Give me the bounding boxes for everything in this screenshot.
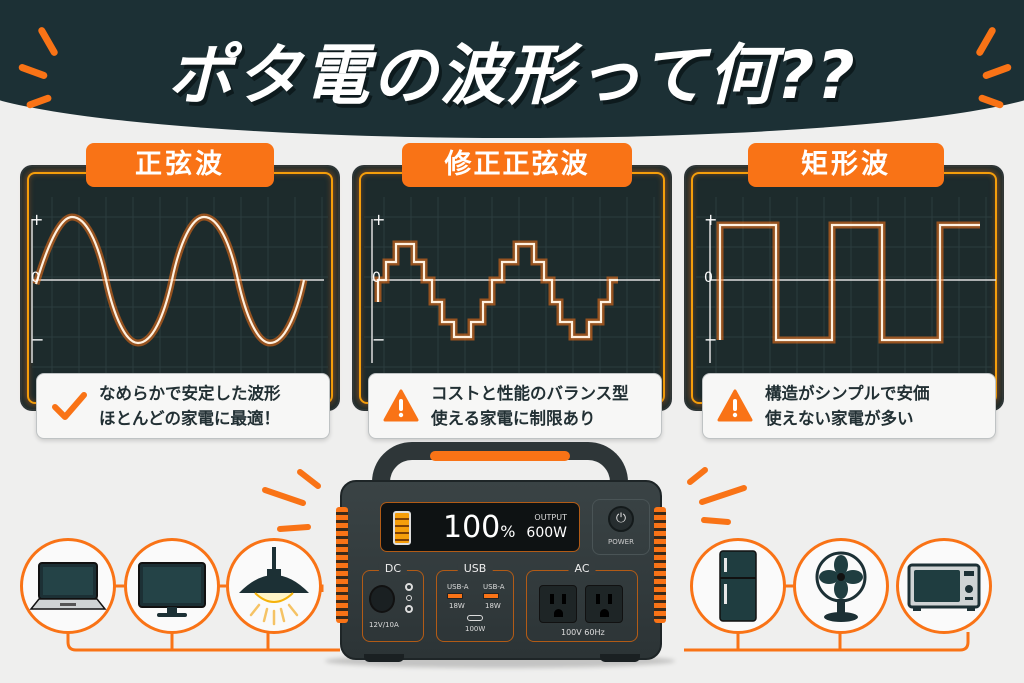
ac-rating: 100V 60Hz: [561, 628, 605, 637]
appliance-monitor: [124, 538, 220, 634]
dc-rating: 12V/10A: [369, 621, 399, 629]
battery-percent-value: 100: [443, 510, 501, 545]
axis-plus-label: +: [372, 210, 386, 229]
note-line: 構造がシンプルで安価: [765, 384, 930, 403]
modified-sine-wave-graph: [364, 197, 660, 387]
usb-a-port[interactable]: [483, 593, 499, 599]
ac-port-group: AC 100V 60Hz: [526, 562, 638, 642]
axis-plus-label: +: [30, 210, 44, 229]
ac-outlet[interactable]: [585, 585, 623, 623]
battery-percentage: 100%: [443, 510, 515, 545]
dc-jack[interactable]: [406, 595, 412, 601]
usb-a-label: USB-A: [483, 583, 505, 591]
output-value: 600W: [526, 525, 567, 541]
usb-a-port[interactable]: [447, 593, 463, 599]
usb-label: USB: [457, 562, 493, 575]
handle-grip: [430, 451, 570, 461]
dc-label: DC: [378, 562, 408, 575]
side-vent-right: [654, 507, 666, 623]
note-sine: なめらかで安定した波形 ほとんどの家電に最適！: [36, 373, 330, 439]
lcd-display: 100% OUTPUT 600W: [380, 502, 580, 552]
dc-jack[interactable]: [405, 583, 413, 591]
monitor-icon: [138, 562, 206, 617]
usb-c-port[interactable]: [467, 615, 483, 621]
percent-sign: %: [500, 522, 516, 541]
usb-a-watt: 18W: [485, 602, 501, 610]
microwave-icon: [907, 563, 981, 611]
appliance-lamp: [226, 538, 322, 634]
usb-a-watt: 18W: [449, 602, 465, 610]
note-line: コストと性能のバランス型: [431, 384, 629, 403]
refrigerator-icon: [719, 550, 757, 622]
square-wave-graph: [696, 197, 996, 387]
note-line: なめらかで安定した波形: [99, 384, 281, 403]
axis-zero-label: 0: [31, 270, 40, 286]
axis-minus-label: −: [31, 330, 45, 349]
appliance-refrigerator: [690, 538, 786, 634]
usb-c-watt: 100W: [465, 625, 486, 633]
power-button[interactable]: ⏻: [608, 506, 634, 532]
note-line: ほとんどの家電に最適！: [99, 409, 281, 428]
usb-port-group: USB USB-A 18W USB-A 18W 100W: [436, 562, 514, 642]
power-control: ⏻ POWER: [592, 499, 650, 555]
warning-icon: [383, 389, 419, 422]
foot: [600, 654, 640, 662]
header-banner: [0, 0, 1024, 138]
appliance-microwave: [896, 538, 992, 634]
station-body: 100% OUTPUT 600W ⏻ POWER DC 12V/10A USB …: [336, 480, 666, 660]
car-socket[interactable]: [369, 585, 395, 613]
fan-icon: [815, 551, 867, 622]
panel-square-wave: [686, 167, 1002, 409]
power-label: POWER: [608, 538, 634, 546]
check-icon: [52, 392, 87, 420]
note-line: 使える家電に制限あり: [431, 409, 596, 428]
note-modified-sine: コストと性能のバランス型 使える家電に制限あり: [368, 373, 662, 439]
axis-zero-label: 0: [372, 270, 381, 286]
dc-port-group: DC 12V/10A: [362, 562, 424, 642]
appliance-laptop: [20, 538, 116, 634]
page-title: ポタ電の波形って何??: [167, 37, 857, 114]
panel-label-square: 矩形波: [748, 143, 944, 187]
ac-outlet[interactable]: [539, 585, 577, 623]
output-label: OUTPUT: [534, 513, 567, 522]
dc-jack[interactable]: [405, 605, 413, 613]
appliance-fan: [793, 538, 889, 634]
panel-label-sine: 正弦波: [86, 143, 274, 187]
ac-label: AC: [568, 562, 596, 575]
laptop-icon: [29, 562, 107, 610]
battery-icon: [393, 511, 411, 545]
panel-modified-sine-wave: [354, 167, 670, 409]
lamp-icon: [239, 547, 309, 626]
warning-icon: [717, 389, 753, 422]
note-line: 使えない家電が多い: [765, 409, 914, 428]
axis-plus-label: +: [704, 210, 718, 229]
panel-label-modified-sine: 修正正弦波: [402, 143, 632, 187]
portable-power-station: 100% OUTPUT 600W ⏻ POWER DC 12V/10A USB …: [325, 440, 690, 683]
axis-minus-label: −: [704, 330, 718, 349]
sine-wave-graph: [31, 197, 328, 387]
usb-a-label: USB-A: [447, 583, 469, 591]
side-vent-left: [336, 507, 348, 623]
note-square: 構造がシンプルで安価 使えない家電が多い: [702, 373, 996, 439]
foot: [364, 654, 404, 662]
panel-sine-wave: [22, 167, 338, 409]
axis-zero-label: 0: [704, 270, 713, 286]
axis-minus-label: −: [372, 330, 386, 349]
